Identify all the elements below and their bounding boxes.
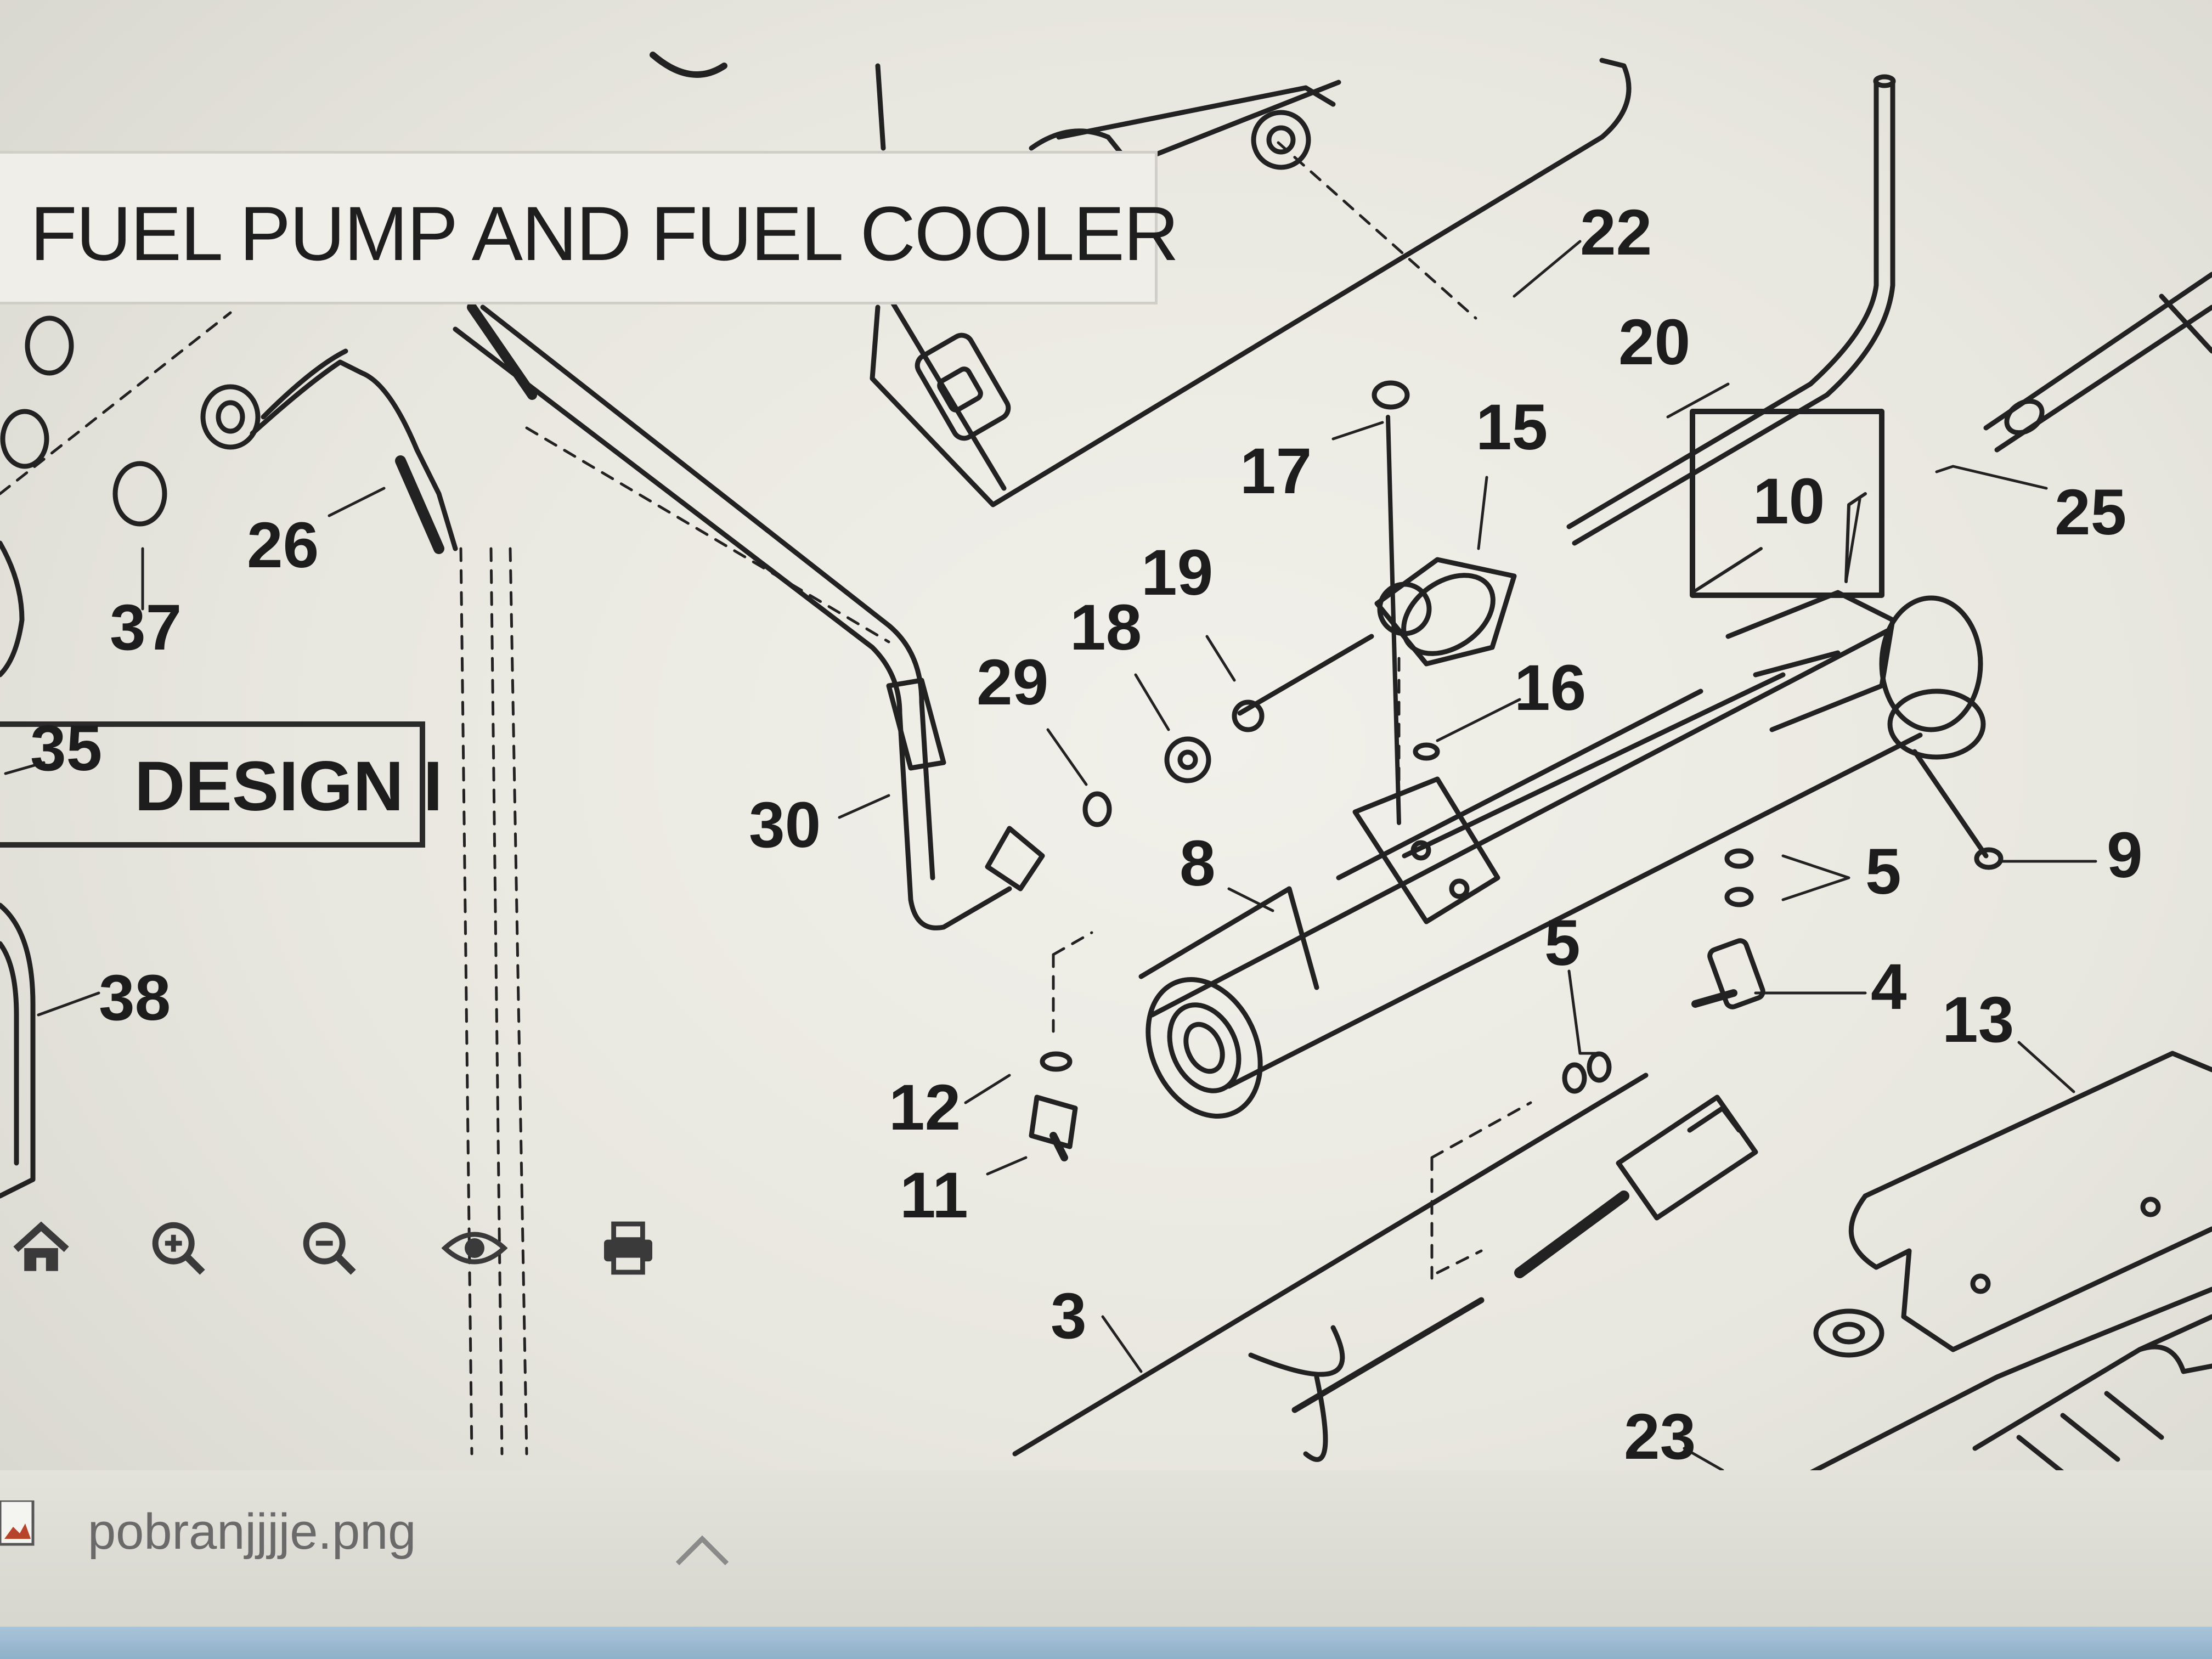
- print-icon: [604, 1221, 652, 1275]
- taskbar: [0, 1627, 2212, 1659]
- design-label: DESIGN I: [134, 747, 443, 826]
- chevron-up-icon[interactable]: [672, 1531, 732, 1569]
- zoom-in-button[interactable]: [137, 1207, 219, 1289]
- eye-icon: [442, 1232, 507, 1265]
- callout-16: 16: [1514, 652, 1587, 724]
- home-button[interactable]: [0, 1207, 82, 1289]
- callout-18: 18: [1070, 591, 1142, 664]
- callout-15: 15: [1476, 391, 1548, 464]
- print-button[interactable]: [587, 1207, 669, 1289]
- callout-19: 19: [1141, 537, 1214, 609]
- viewer-toolbar: [0, 1207, 686, 1306]
- callout-22: 22: [1580, 196, 1652, 269]
- callout-26: 26: [247, 509, 319, 582]
- image-file-icon: [0, 1500, 35, 1546]
- callout-38: 38: [99, 962, 171, 1034]
- title-box: [0, 151, 1158, 304]
- zoom-in-icon: [152, 1222, 205, 1275]
- callout-11: 11: [900, 1159, 968, 1232]
- callout-3: 3: [1051, 1280, 1087, 1352]
- callout-30: 30: [749, 789, 821, 861]
- page-title: FUEL PUMP AND FUEL COOLER: [30, 190, 1179, 276]
- callout-17: 17: [1240, 435, 1312, 507]
- callout-5: 5: [1865, 836, 1901, 908]
- zoom-out-icon: [303, 1222, 356, 1275]
- callout-23: 23: [1624, 1401, 1696, 1473]
- download-file-name[interactable]: pobranjjjje.png: [88, 1504, 416, 1560]
- callout-37: 37: [110, 591, 182, 664]
- callout-4: 4: [1871, 951, 1907, 1023]
- callout-29: 29: [977, 646, 1049, 719]
- callout-35: 35: [30, 712, 103, 785]
- view-button[interactable]: [433, 1207, 516, 1289]
- zoom-out-button[interactable]: [288, 1207, 370, 1289]
- design-label-box: [0, 721, 425, 848]
- callout-25: 25: [2055, 476, 2127, 549]
- callout-10: 10: [1753, 465, 1825, 538]
- callout-9: 9: [2107, 819, 2143, 891]
- callout-12: 12: [889, 1071, 961, 1144]
- callout-5: 5: [1544, 907, 1581, 979]
- callout-8: 8: [1180, 827, 1216, 900]
- callout-20: 20: [1618, 306, 1691, 379]
- home-icon: [13, 1221, 69, 1271]
- callout-13: 13: [1942, 984, 2015, 1056]
